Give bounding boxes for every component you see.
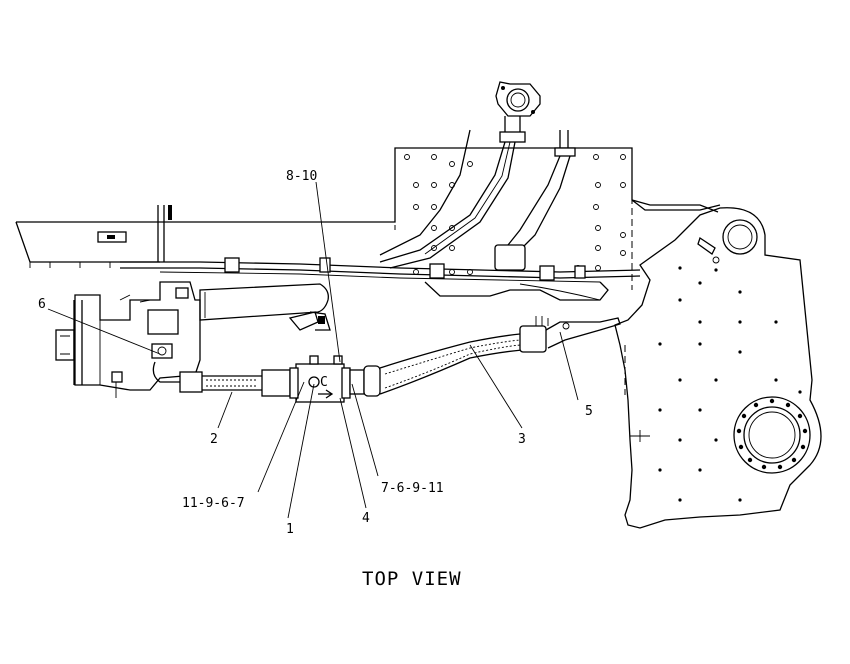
view-caption: TOP VIEW <box>362 568 462 590</box>
cylinder <box>199 283 331 331</box>
rear-mount-bracket <box>614 207 822 529</box>
pump-assembly <box>55 281 201 398</box>
upper-pipe-assembly <box>379 81 576 271</box>
callout-6: 6 <box>38 297 46 312</box>
callout-2: 2 <box>210 432 218 447</box>
left-frame-rail <box>15 147 721 268</box>
bracket-dots <box>658 266 802 502</box>
large-flange <box>733 396 811 474</box>
leader-lines <box>47 181 579 519</box>
harness-bundle <box>120 257 641 301</box>
block-letter: C <box>320 375 328 390</box>
callout-8-10: 8-10 <box>286 169 317 184</box>
callout-labels: 6 2 3 5 8-10 11-9-6-7 1 4 7-6-9-11 <box>38 169 593 537</box>
small-lever <box>697 236 720 264</box>
callout-5: 5 <box>585 404 593 419</box>
hose-2 <box>179 369 291 397</box>
callout-3: 3 <box>518 432 526 447</box>
callout-11-9-6-7: 11-9-6-7 <box>182 496 245 511</box>
callout-4: 4 <box>362 511 370 526</box>
hose-3 <box>349 316 621 397</box>
callout-7-6-9-11: 7-6-9-11 <box>381 481 444 496</box>
callout-1: 1 <box>286 522 294 537</box>
